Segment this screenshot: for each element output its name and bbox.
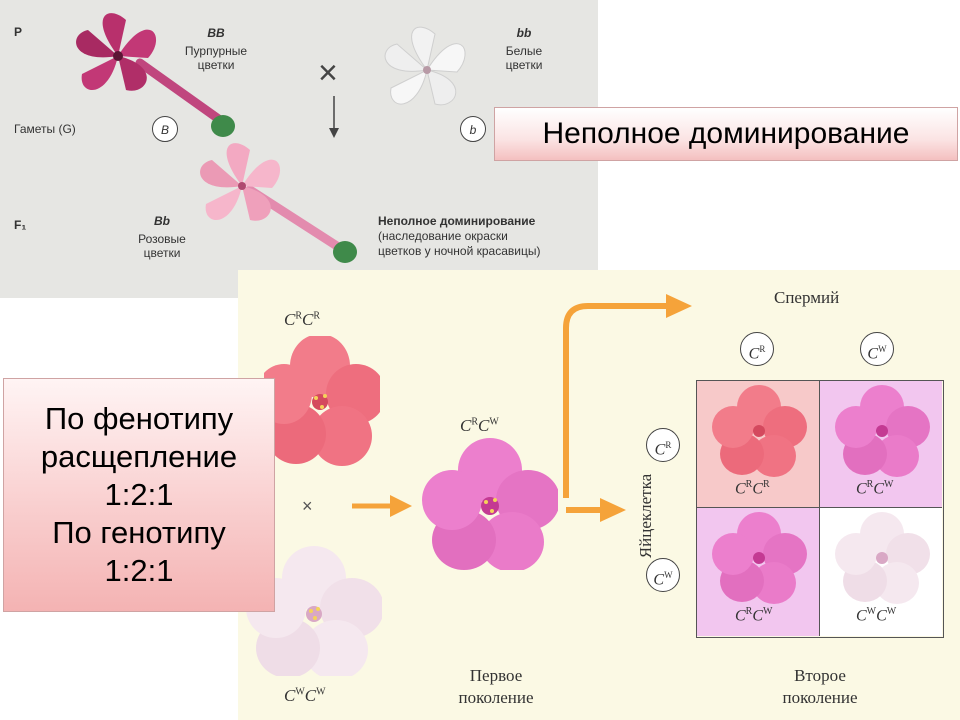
cell-ww-flower-icon	[835, 512, 930, 604]
sperm-label: Спермий	[774, 288, 840, 307]
parent-red-genotype: CRCR	[284, 310, 321, 329]
arrow-to-punnett-icon	[563, 294, 692, 522]
sperm-gamete-r: CR	[740, 332, 774, 366]
offspring-genotype: Bb	[154, 214, 170, 228]
arrow-to-f1-icon	[352, 495, 412, 517]
ratio-line-5: 1:2:1	[104, 553, 174, 588]
punnett-cell-rr: CRCR	[697, 381, 820, 508]
down-arrow-icon	[329, 96, 339, 138]
ratio-line-3: 1:2:1	[104, 477, 174, 512]
red-flower-icon	[264, 336, 380, 466]
punnett-cell-ww: CWCW	[820, 508, 942, 636]
second-gen-line2: поколение	[782, 688, 858, 707]
caption-line2: цветков у ночной красавицы)	[378, 244, 541, 258]
gametes-label: Гаметы (G)	[14, 122, 76, 136]
cell-rr-genotype: CRCR	[735, 479, 770, 498]
ratio-line-1: По фенотипу	[44, 401, 234, 436]
punnett-square: CRCR CRCW	[696, 380, 944, 638]
left-parent-phenotype-line2: цветки	[197, 58, 235, 72]
cell-rw-bottom-flower-icon	[712, 512, 807, 604]
f1-genotype: CRCW	[460, 416, 499, 435]
punnett-cell-rw-top: CRCW	[820, 381, 942, 508]
cross-symbol: ×	[318, 54, 338, 92]
egg-gamete-w: CW	[646, 558, 680, 592]
sperm-gamete-w: CW	[860, 332, 894, 366]
caption-title: Неполное доминирование	[378, 214, 536, 228]
left-parent-genotype: BB	[207, 26, 225, 40]
second-gen-line1: Второе	[794, 666, 846, 685]
parent-label: P	[14, 25, 23, 39]
ratio-line-2: расщепление	[40, 439, 238, 474]
title-callout-text: Неполное доминирование	[542, 117, 910, 150]
punnett-cell-rw-bottom: CRCW	[697, 508, 820, 636]
ratio-callout: По фенотипу расщепление 1:2:1 По генотип…	[3, 378, 275, 612]
parent-white-genotype: CWCW	[284, 686, 326, 705]
left-parent-phenotype-line1: Пурпурные	[184, 44, 248, 58]
cell-rw-bottom-genotype: CRCW	[735, 606, 773, 625]
first-gen-line1: Первое	[469, 666, 523, 685]
f1-pink-flower-icon	[422, 438, 558, 570]
first-gen-line2: поколение	[458, 688, 534, 707]
ratio-line-4: По генотипу	[52, 515, 226, 550]
right-parent-phenotype-line1: Белые	[505, 44, 543, 58]
cell-ww-genotype: CWCW	[856, 606, 897, 625]
egg-gamete-r: CR	[646, 428, 680, 462]
cell-rw-top-genotype: CRCW	[856, 479, 894, 498]
white-flower-icon	[384, 26, 466, 106]
purple-flower-icon	[76, 13, 235, 137]
right-parent-phenotype-line2: цветки	[505, 58, 543, 72]
caption-line1: (наследование окраски	[378, 229, 508, 243]
cell-rr-flower-icon	[712, 385, 807, 477]
cell-rw-top-flower-icon	[835, 385, 930, 477]
pink-flower-icon	[200, 143, 357, 263]
f1-label: F₁	[14, 218, 27, 232]
offspring-phenotype-line1: Розовые	[138, 232, 186, 246]
right-gamete-circle: b	[460, 116, 486, 142]
title-callout: Неполное доминирование	[494, 107, 958, 161]
offspring-phenotype-line2: цветки	[143, 246, 181, 260]
egg-label: Яйцеклетка	[636, 473, 655, 559]
bottom-cross-symbol: ×	[302, 496, 313, 516]
left-gamete-circle: B	[152, 116, 178, 142]
punnett-diagram: CRCR CWCW × CRCW	[238, 270, 960, 720]
right-parent-genotype: bb	[516, 26, 532, 40]
